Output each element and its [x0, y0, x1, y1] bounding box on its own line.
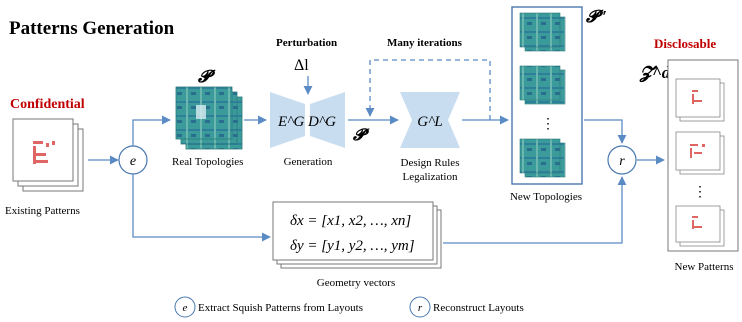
generation-block	[270, 92, 345, 148]
legalization-block	[400, 92, 460, 148]
arrow-new-topologies-to-r	[584, 119, 627, 144]
disclosable-label: Disclosable	[654, 36, 716, 51]
confidential-label: Confidential	[10, 97, 85, 112]
arrow-iteration-loop	[365, 59, 491, 120]
pattern-thumbnail-icon	[33, 141, 55, 164]
p-prime-label: 𝓟′	[353, 127, 370, 144]
extract-node-symbol: e	[130, 154, 136, 169]
perturbation-label: Perturbation	[276, 37, 337, 49]
arrow-geometry-to-r	[443, 176, 627, 244]
legend-extract-text: Extract Squish Patterns from Layouts	[198, 302, 363, 314]
z-d-label: 𝓩^d	[639, 63, 671, 83]
real-topologies-label: Real Topologies	[172, 156, 243, 168]
delta-y-equation: δy = [y1, y2, …, ym]	[290, 238, 415, 254]
patterns-vdots: ⋮	[693, 185, 707, 200]
arrow-e-to-geometry	[132, 174, 271, 242]
geometry-vectors-box	[272, 201, 442, 269]
legend-extract-symbol: e	[183, 302, 188, 314]
legalization-label: Legalization	[403, 171, 458, 183]
real-topologies-stack	[175, 86, 243, 150]
legend-reconstruct-symbol: r	[418, 302, 423, 314]
new-topologies-box	[511, 6, 583, 185]
reconstruct-node: r	[607, 145, 637, 175]
geometry-vectors-label: Geometry vectors	[317, 277, 396, 289]
reconstruct-node-symbol: r	[619, 154, 625, 169]
existing-patterns-label: Existing Patterns	[5, 205, 80, 217]
topologies-vdots: ⋮	[541, 117, 555, 132]
extract-node: e	[118, 145, 148, 175]
design-rules-label: Design Rules	[401, 157, 460, 169]
new-topologies-label: New Topologies	[510, 191, 582, 203]
arrow-e-to-real	[132, 115, 171, 146]
legalization-formula: G^L	[417, 114, 443, 130]
new-patterns-label: New Patterns	[675, 261, 734, 273]
existing-patterns-stack	[12, 118, 84, 192]
diagram-title: Patterns Generation	[9, 18, 175, 39]
p-double-prime-label: 𝓟″	[586, 7, 608, 26]
many-iterations-label: Many iterations	[387, 37, 463, 49]
legend-reconstruct-text: Reconstruct Layouts	[433, 302, 524, 314]
delta-l-label: Δl	[294, 57, 309, 74]
legend-extract: e Extract Squish Patterns from Layouts	[174, 296, 363, 318]
generation-formula: E^G D^G	[277, 114, 336, 130]
delta-x-equation: δx = [x1, x2, …, xn]	[290, 213, 411, 229]
flow-arrows	[88, 59, 665, 244]
p-label: 𝓟	[198, 67, 216, 86]
generation-label: Generation	[284, 156, 333, 168]
legend-reconstruct: r Reconstruct Layouts	[409, 296, 524, 318]
new-patterns-box	[667, 59, 739, 252]
